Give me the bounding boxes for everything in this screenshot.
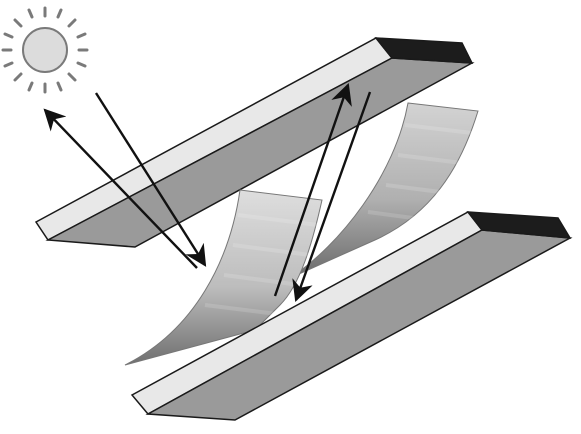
ray-up-arrow [273,82,352,297]
curved-louver-front [124,189,323,366]
ray-down-arrow [292,91,372,303]
incoming-ray-arrow [94,92,207,267]
sun-icon [1,6,89,94]
curved-louver-back [289,102,479,279]
light-rays [43,82,372,303]
lower-board [130,211,573,421]
reflected-ray-arrow [43,108,198,269]
